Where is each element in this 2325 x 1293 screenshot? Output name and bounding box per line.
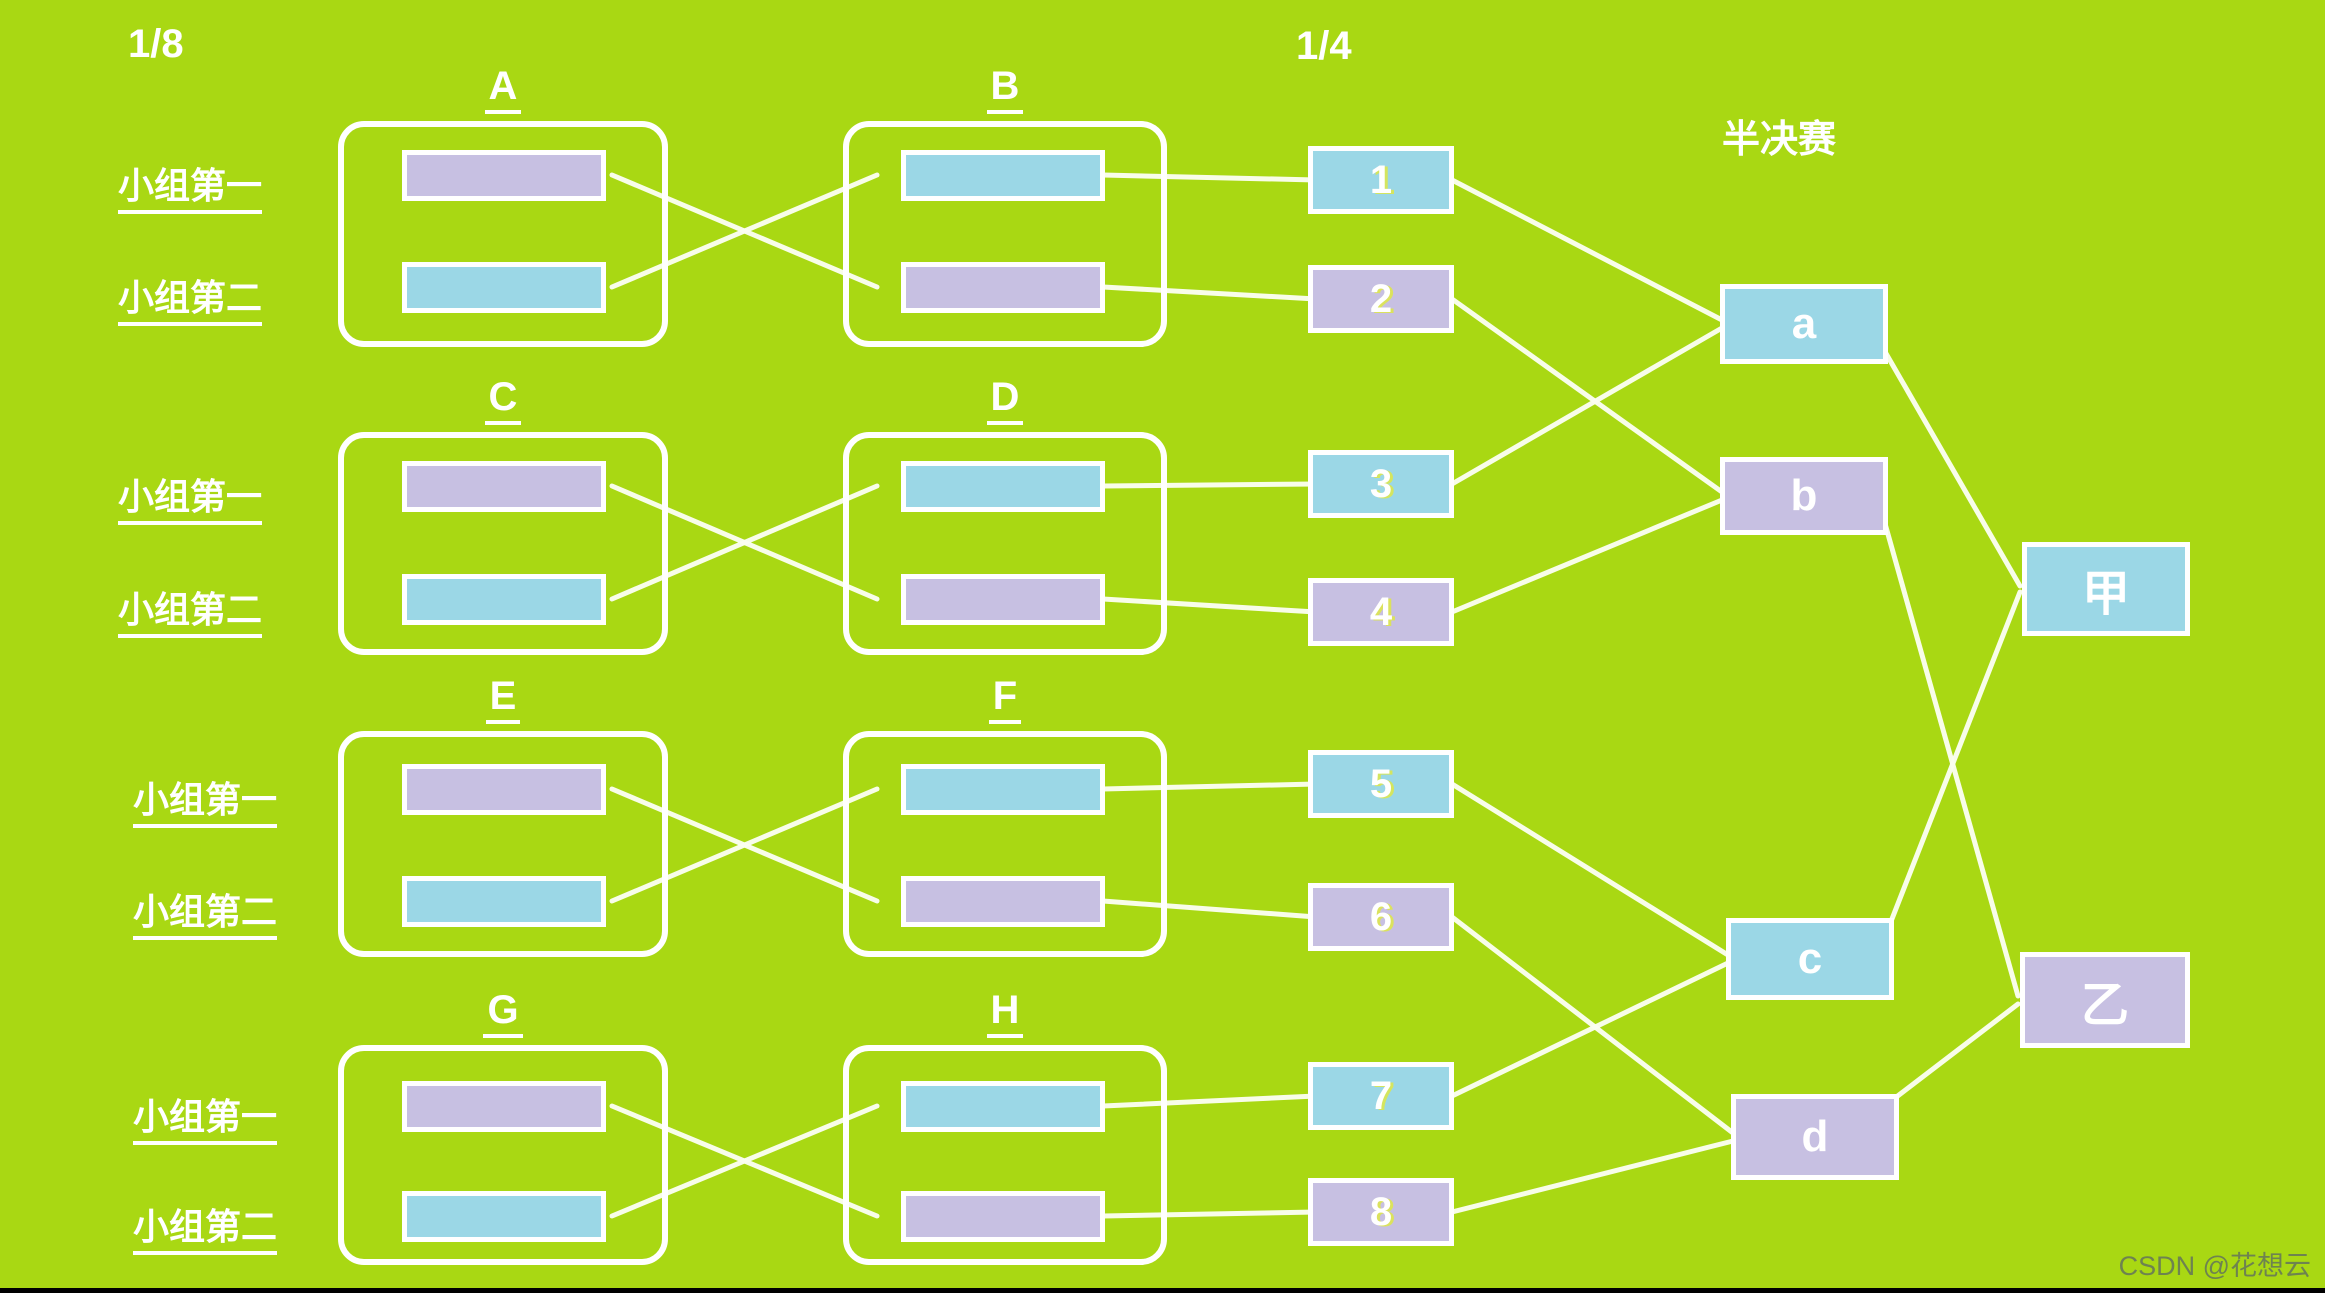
connector-line: [1100, 898, 1319, 920]
connector-line: [1449, 960, 1731, 1099]
group-box-d: [843, 432, 1167, 655]
group-box-a: [338, 121, 668, 347]
team-slot-a-second: [402, 262, 606, 313]
connector-line: [609, 172, 880, 290]
connector-line: [1100, 1093, 1319, 1109]
connector-line: [609, 786, 880, 904]
final-slot-jia: 甲: [2022, 542, 2190, 636]
group-letter-e: E: [338, 674, 668, 724]
connector-line: [1100, 781, 1319, 792]
group-letter-a: A: [338, 64, 668, 114]
bottom-bar: [0, 1288, 2325, 1293]
quarter-slot-2: 2: [1308, 265, 1454, 333]
stage-label-quarter-finals: 1/4: [1296, 24, 1352, 68]
quarter-slot-4: 4: [1308, 578, 1454, 646]
connector-line: [1100, 596, 1319, 615]
group-box-h: [843, 1045, 1167, 1265]
quarter-slot-1: 1: [1308, 146, 1454, 214]
team-slot-d-second: [901, 574, 1105, 625]
group-rank-label-first: 小组第一: [118, 157, 263, 214]
group-letter-f: F: [843, 674, 1167, 724]
connector-line: [609, 483, 880, 602]
quarter-slot-5: 5: [1308, 750, 1454, 818]
semi-slot-c: c: [1726, 918, 1894, 1000]
team-slot-e-first: [402, 764, 606, 815]
team-slot-h-second: [901, 1191, 1105, 1242]
team-slot-d-first: [901, 461, 1105, 512]
group-letter-b: B: [843, 64, 1167, 114]
team-slot-c-second: [402, 574, 606, 625]
semi-slot-a: a: [1720, 284, 1888, 364]
team-slot-g-second: [402, 1191, 606, 1242]
connector-line: [1881, 347, 2023, 589]
team-slot-a-first: [402, 150, 606, 201]
group-letter-h: H: [843, 988, 1167, 1038]
team-slot-h-first: [901, 1081, 1105, 1132]
stage-label-semi-finals: 半决赛: [1722, 119, 1837, 161]
team-slot-b-second: [901, 262, 1105, 313]
group-rank-label-first: 小组第一: [133, 1088, 278, 1145]
quarter-slot-6: 6: [1308, 883, 1454, 951]
team-slot-f-second: [901, 876, 1105, 927]
group-box-b: [843, 121, 1167, 347]
connector-line: [1449, 325, 1725, 487]
connector-line: [1449, 296, 1725, 495]
team-slot-e-second: [402, 876, 606, 927]
connector-line: [1881, 517, 2021, 999]
team-slot-b-first: [901, 150, 1105, 201]
connector-line: [1100, 481, 1319, 489]
connector-line: [609, 1103, 880, 1219]
group-letter-g: G: [338, 988, 668, 1038]
team-slot-c-first: [402, 461, 606, 512]
connector-line: [1449, 1138, 1736, 1215]
stage-label-round-of-16: 1/8: [128, 22, 184, 66]
connector-line: [1100, 1209, 1319, 1219]
connector-line: [1100, 172, 1319, 183]
group-letter-d: D: [843, 375, 1167, 425]
group-box-f: [843, 731, 1167, 957]
connector-line: [1100, 284, 1319, 302]
group-rank-label-first: 小组第一: [118, 468, 263, 525]
connector-line: [1887, 589, 2023, 927]
quarter-slot-8: 8: [1308, 1178, 1454, 1246]
group-rank-label-second: 小组第二: [133, 883, 278, 940]
connector-line: [1449, 781, 1731, 958]
quarter-slot-7: 7: [1308, 1062, 1454, 1130]
quarter-slot-3: 3: [1308, 450, 1454, 518]
group-box-e: [338, 731, 668, 957]
team-slot-f-first: [901, 764, 1105, 815]
group-rank-label-second: 小组第二: [133, 1198, 278, 1255]
semi-slot-b: b: [1720, 457, 1888, 535]
group-rank-label-second: 小组第二: [118, 269, 263, 326]
connector-line: [1449, 914, 1736, 1136]
final-slot-yi: 乙: [2020, 952, 2190, 1048]
group-box-g: [338, 1045, 668, 1265]
semi-slot-d: d: [1731, 1094, 1899, 1180]
group-rank-label-second: 小组第二: [118, 581, 263, 638]
connector-line: [1892, 1001, 2021, 1101]
connector-line: [1449, 497, 1725, 615]
watermark: CSDN @花想云: [2118, 1251, 2311, 1281]
connector-line: [1449, 177, 1725, 323]
group-box-c: [338, 432, 668, 655]
team-slot-g-first: [402, 1081, 606, 1132]
group-letter-c: C: [338, 375, 668, 425]
group-rank-label-first: 小组第一: [133, 771, 278, 828]
